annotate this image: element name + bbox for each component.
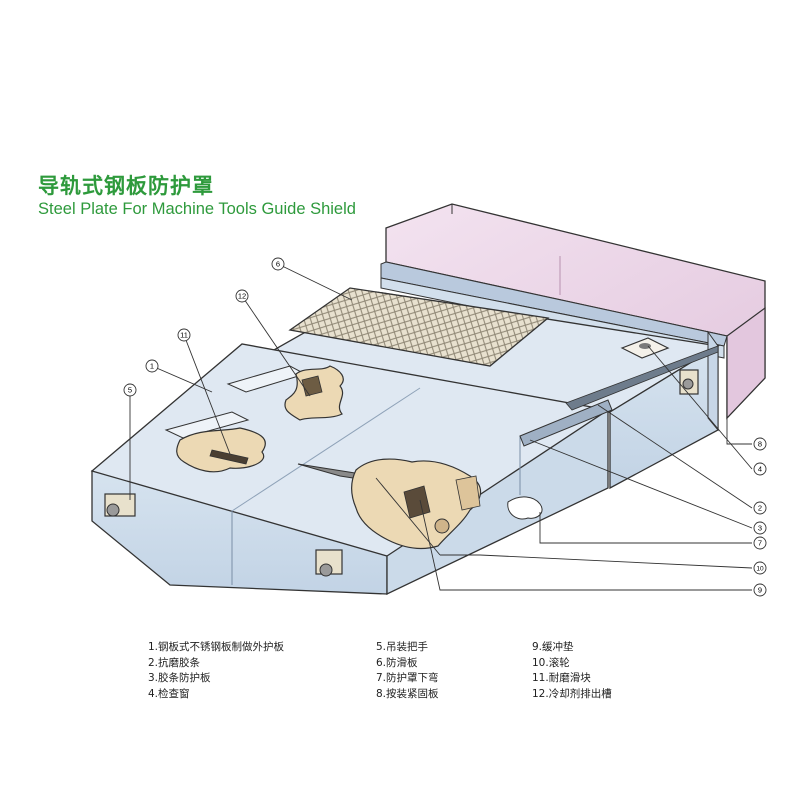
callout-5: 5 — [123, 383, 137, 397]
title-english: Steel Plate For Machine Tools Guide Shie… — [38, 200, 356, 218]
callout-1: 1 — [145, 359, 159, 373]
svg-text:5: 5 — [128, 386, 132, 395]
svg-text:11: 11 — [180, 331, 188, 340]
legend-item: 6.防滑板 — [376, 656, 418, 669]
title-chinese: 导轨式钢板防护罩 — [38, 174, 214, 198]
svg-text:6: 6 — [276, 260, 280, 269]
legend-item: 1.钢板式不锈钢板制做外护板 — [148, 641, 285, 653]
anti-slip-plate — [288, 287, 550, 367]
legend-column-2: 5.吊装把手 6.防滑板 7.防护罩下弯 8.按装紧固板 — [376, 640, 439, 702]
svg-text:7: 7 — [758, 539, 762, 548]
svg-text:2: 2 — [758, 504, 762, 513]
svg-text:12: 12 — [238, 292, 246, 301]
callout-3: 3 — [753, 521, 767, 535]
svg-text:8: 8 — [758, 440, 762, 449]
leader-lines — [129, 263, 753, 591]
legend-item: 7.防护罩下弯 — [376, 672, 439, 684]
legend-column-1: 1.钢板式不锈钢板制做外护板 2.抗磨胶条 3.胶条防护板 4.检查窗 — [148, 640, 284, 702]
legend-item: 5.吊装把手 — [376, 641, 429, 653]
callout-8: 8 — [753, 437, 767, 451]
legend-item: 12.冷却剂排出槽 — [532, 687, 612, 700]
callout-6: 6 — [271, 257, 285, 271]
legend-item: 10.滚轮 — [532, 656, 570, 669]
svg-text:1: 1 — [150, 362, 154, 371]
callout-9: 9 — [753, 583, 767, 597]
legend-item: 4.检查窗 — [148, 687, 190, 700]
callout-markers: 6 12 11 1 5 8 4 2 3 7 10 9 — [123, 257, 767, 597]
callout-7: 7 — [753, 536, 767, 550]
callout-4: 4 — [753, 462, 767, 476]
callout-11: 11 — [177, 328, 191, 342]
inspection-window — [620, 337, 670, 359]
cutaway-wipers — [176, 365, 543, 550]
legend-item: 3.胶条防护板 — [148, 672, 211, 684]
svg-text:9: 9 — [758, 586, 762, 595]
legend-column-3: 9.缓冲垫 10.滚轮 11.耐磨滑块 12.冷却剂排出槽 — [532, 640, 612, 702]
svg-text:10: 10 — [756, 566, 764, 573]
lifting-handles — [104, 369, 699, 577]
svg-text:3: 3 — [758, 524, 762, 533]
callout-12: 12 — [235, 289, 249, 303]
legend-item: 11.耐磨滑块 — [532, 672, 591, 684]
front-shield-section — [90, 343, 719, 596]
legend-item: 8.按装紧固板 — [376, 687, 439, 700]
callout-2: 2 — [753, 501, 767, 515]
legend-item: 2.抗磨胶条 — [148, 656, 201, 669]
callout-10: 10 — [753, 561, 767, 575]
svg-text:4: 4 — [758, 465, 762, 474]
legend-item: 9.缓冲垫 — [532, 641, 574, 653]
